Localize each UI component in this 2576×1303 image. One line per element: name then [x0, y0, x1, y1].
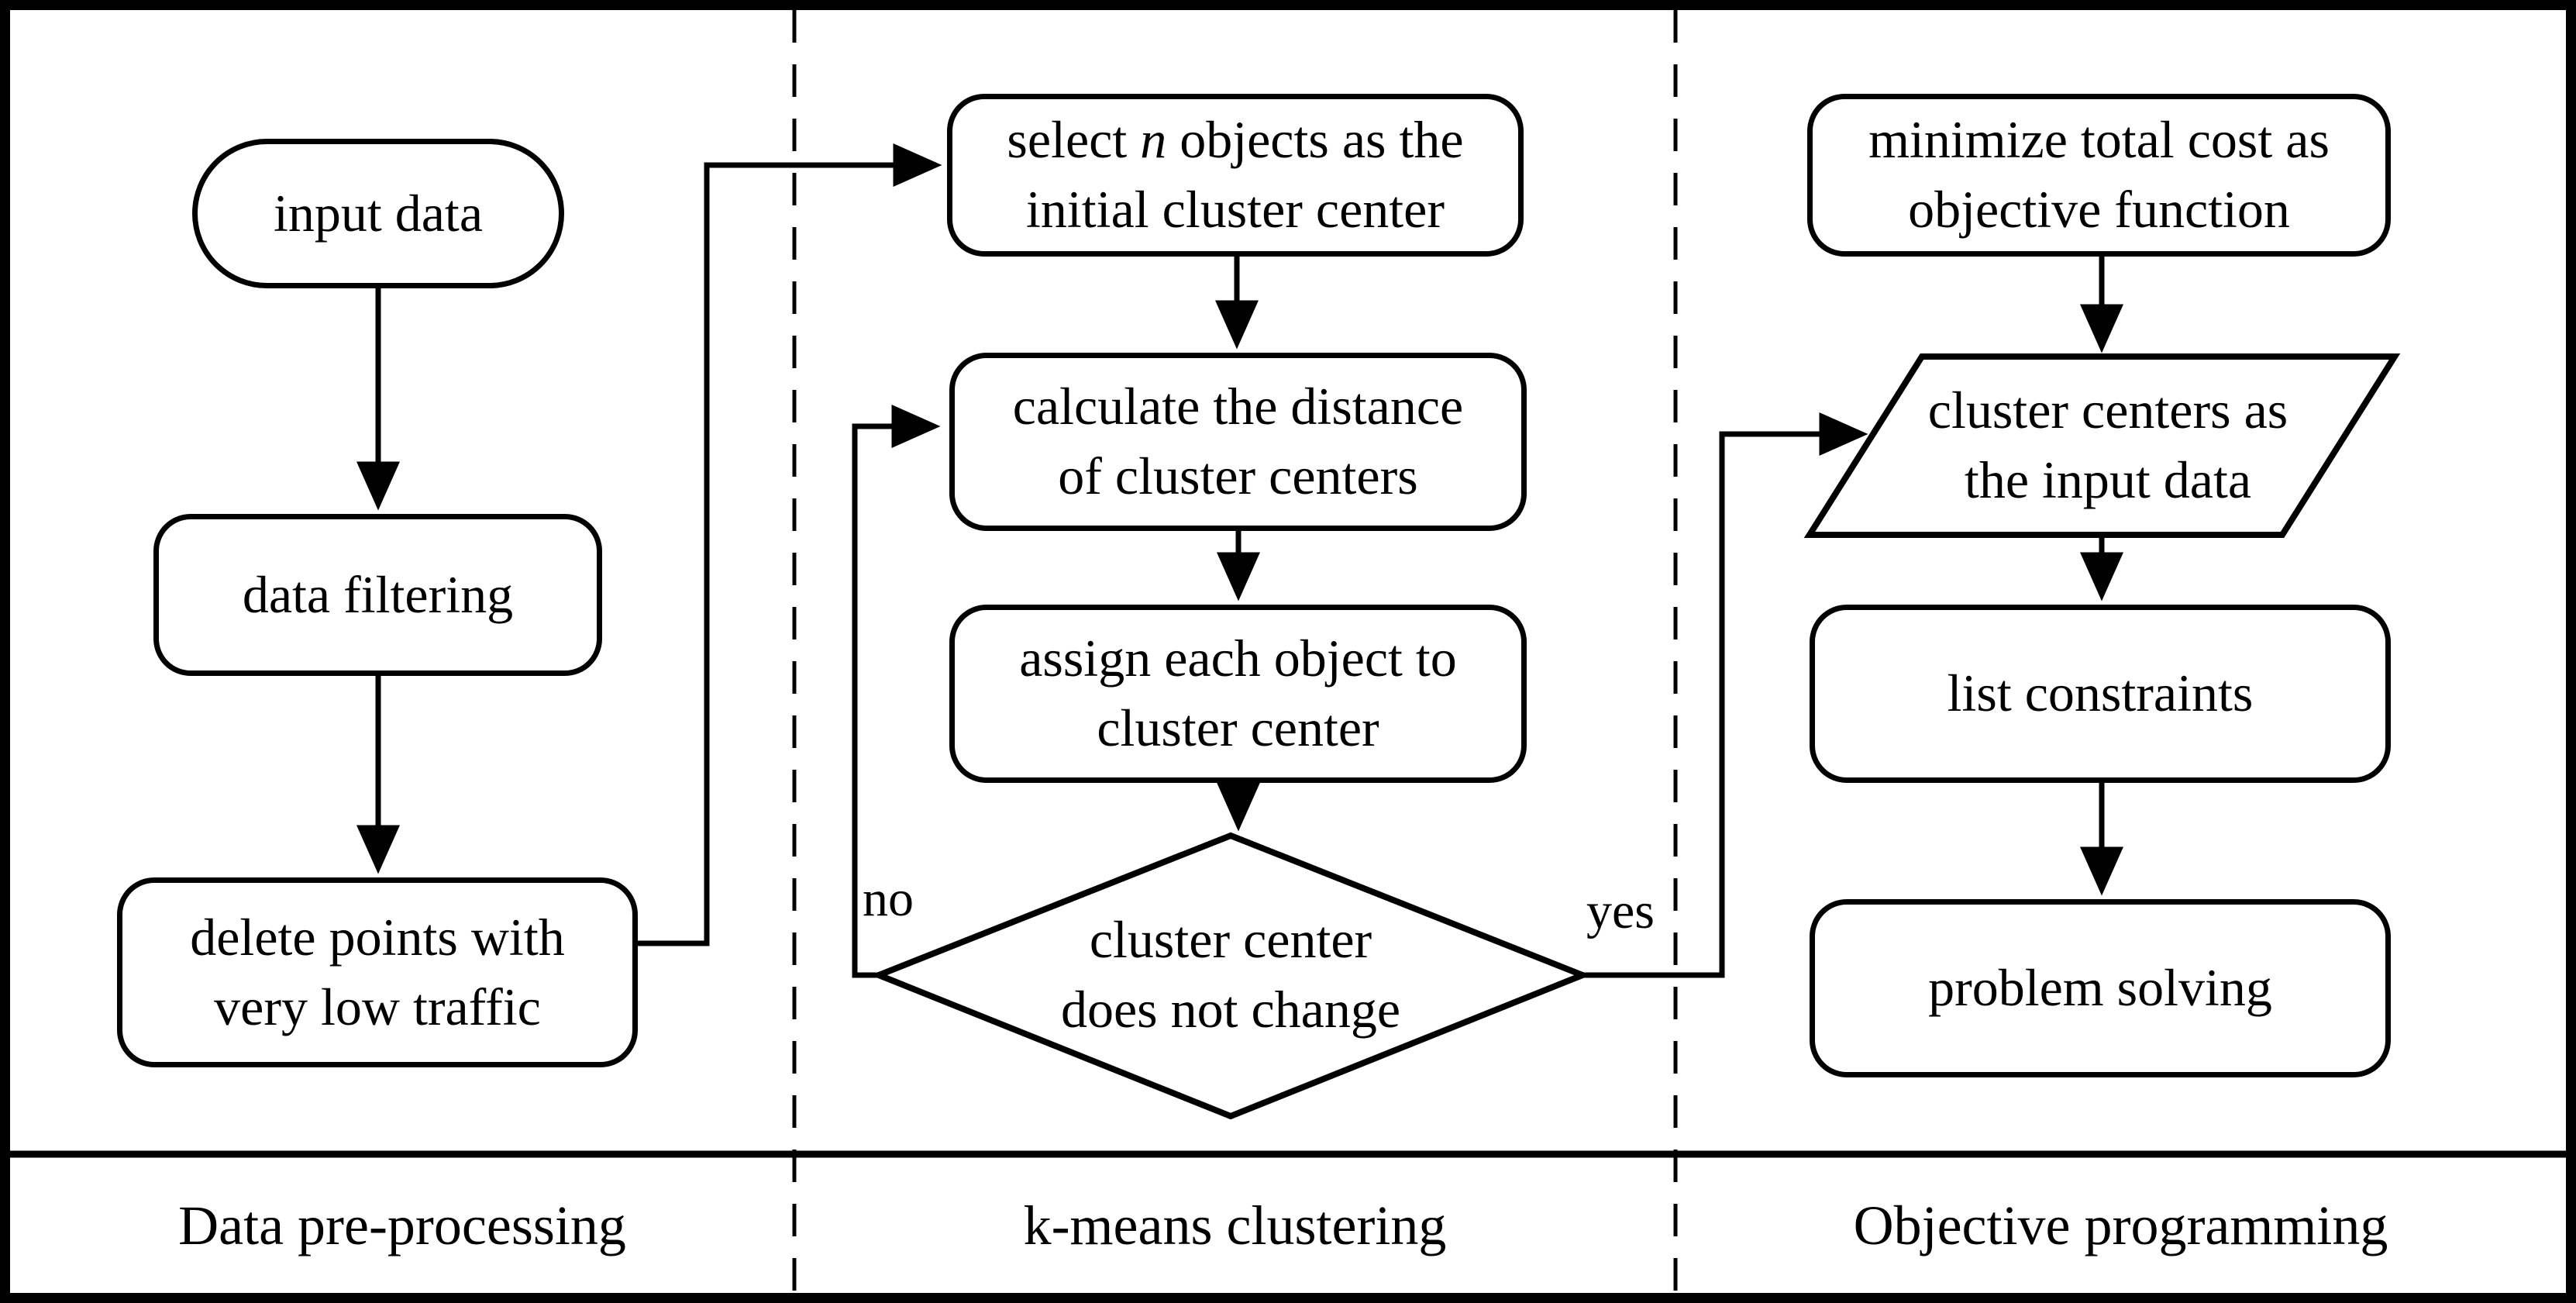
node-delete-points: delete points with very low traffic	[117, 877, 638, 1067]
lane-label-data-preprocessing: Data pre-processing	[178, 1194, 626, 1256]
node-minimize-cost: minimize total cost as objective functio…	[1807, 94, 2391, 257]
decision-branch-label-yes: yes	[1586, 883, 1655, 939]
node-minimize-cost-label: minimize total cost as objective functio…	[1868, 110, 2330, 239]
select-objects-variable-n: n	[1140, 110, 1167, 170]
lane-label-kmeans-clustering: k-means clustering	[1023, 1194, 1447, 1256]
node-list-constraints-label: list constraints	[1947, 664, 2254, 723]
select-objects-text-line2: initial cluster center	[1026, 180, 1445, 239]
node-input-data: input data	[192, 139, 564, 288]
node-input-data-label: input data	[273, 183, 484, 243]
node-data-filtering: data filtering	[153, 514, 602, 676]
select-objects-text-post: objects as the	[1166, 110, 1464, 170]
node-calculate-distance: calculate the distance of cluster center…	[949, 353, 1527, 531]
node-calculate-distance-label: calculate the distance of cluster center…	[1012, 377, 1464, 505]
node-assign-objects: assign each object to cluster center	[949, 605, 1527, 783]
io-parallelogram-shape	[1803, 353, 2401, 538]
node-problem-solving-label: problem solving	[1928, 958, 2272, 1018]
lane-label-objective-programming: Objective programming	[1853, 1194, 2388, 1256]
select-objects-text-pre: select	[1007, 110, 1141, 170]
node-select-objects-label: select n objects as the initial cluster …	[1007, 105, 1463, 245]
node-data-filtering-label: data filtering	[242, 564, 514, 624]
connector-decision-no-loop	[852, 405, 941, 978]
decision-diamond-shape	[870, 832, 1591, 1120]
node-select-objects: select n objects as the initial cluster …	[947, 94, 1524, 257]
node-assign-objects-label: assign each object to cluster center	[1019, 629, 1457, 757]
connector-delete-to-select	[635, 143, 942, 946]
node-list-constraints: list constraints	[1810, 605, 2391, 783]
connector-decision-yes-path	[1582, 412, 1868, 978]
node-problem-solving: problem solving	[1810, 899, 2391, 1077]
node-delete-points-label: delete points with very low traffic	[190, 907, 565, 1036]
decision-branch-label-no: no	[863, 870, 914, 927]
